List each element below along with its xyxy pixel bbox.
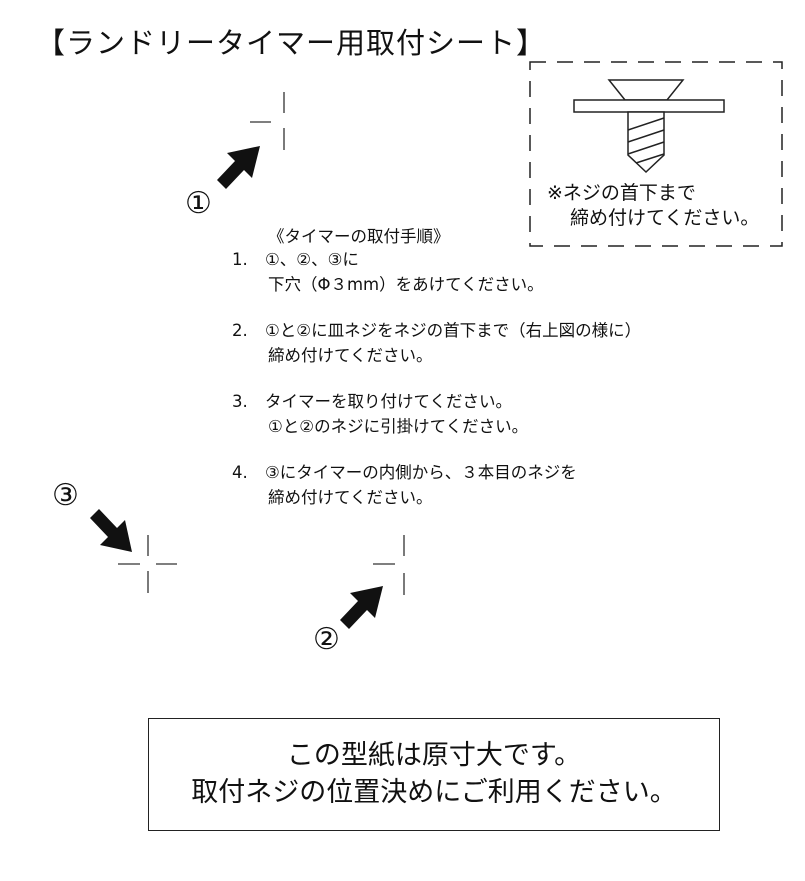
step-number: 2. bbox=[232, 321, 248, 340]
screw-illustration-icon bbox=[573, 79, 725, 174]
page-title: 【ランドリータイマー用取付シート】 bbox=[36, 26, 547, 60]
marker-1-label: ① bbox=[185, 186, 212, 221]
procedure-step-2: 2. ①と②に皿ネジをネジの首下まで（右上図の様に） 締め付けてください。 bbox=[232, 318, 641, 368]
procedure-step-1: 1. ①、②、③に 下穴（Φ３mm）をあけてください。 bbox=[232, 247, 544, 297]
crosshair-1 bbox=[250, 92, 285, 150]
crosshair-2 bbox=[373, 535, 405, 595]
marker-2-label: ② bbox=[313, 622, 340, 657]
full-size-notice-box: この型紙は原寸大です。 取付ネジの位置決めにご利用ください。 bbox=[148, 718, 720, 831]
procedure-heading: 《タイマーの取付手順》 bbox=[268, 227, 450, 246]
arrow-icons bbox=[90, 146, 383, 629]
crosshair-3 bbox=[118, 535, 177, 593]
step-line: ③にタイマーの内側から、３本目のネジを bbox=[265, 463, 577, 482]
procedure-step-3: 3. タイマーを取り付けてください。 ①と②のネジに引掛けてください。 bbox=[232, 389, 528, 439]
step-line: タイマーを取り付けてください。 bbox=[265, 392, 513, 411]
arrow-to-2-icon bbox=[340, 586, 383, 629]
notice-line1: この型紙は原寸大です。 bbox=[286, 740, 582, 771]
step-line: 締め付けてください。 bbox=[268, 346, 433, 365]
step-number: 4. bbox=[232, 463, 248, 482]
screw-note-line2: 締め付けてください。 bbox=[570, 207, 760, 229]
step-line: ①と②のネジに引掛けてください。 bbox=[268, 417, 529, 436]
step-line: 締め付けてください。 bbox=[268, 488, 433, 507]
step-number: 1. bbox=[232, 250, 248, 269]
step-line: ①、②、③に bbox=[265, 250, 359, 269]
procedure-step-4: 4. ③にタイマーの内側から、３本目のネジを 締め付けてください。 bbox=[232, 460, 577, 510]
step-line: ①と②に皿ネジをネジの首下まで（右上図の様に） bbox=[265, 321, 642, 340]
arrow-to-1-icon bbox=[217, 146, 260, 189]
arrow-to-3-icon bbox=[90, 509, 132, 552]
notice-line2: 取付ネジの位置決めにご利用ください。 bbox=[191, 777, 677, 808]
step-line: 下穴（Φ３mm）をあけてください。 bbox=[268, 275, 544, 294]
step-number: 3. bbox=[232, 392, 248, 411]
screw-note-line1: ※ネジの首下まで bbox=[547, 182, 696, 204]
marker-3-label: ③ bbox=[52, 478, 79, 513]
